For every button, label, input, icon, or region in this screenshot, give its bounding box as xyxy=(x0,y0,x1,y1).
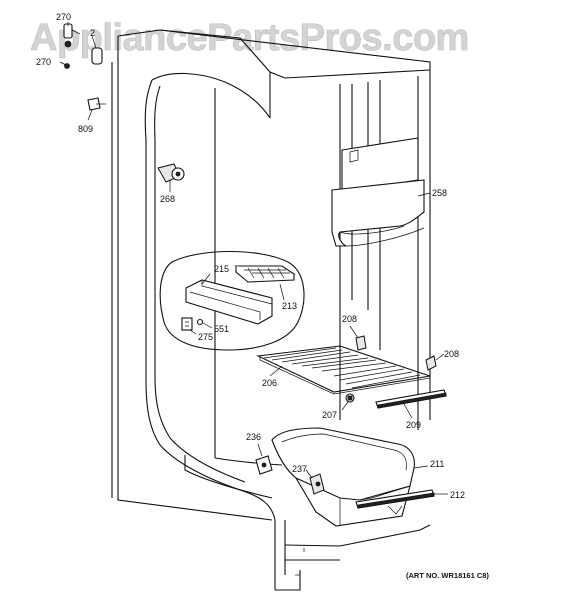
part-258-cover xyxy=(331,137,425,247)
ice-bin-inset xyxy=(159,250,305,351)
part-212-drawer-trim xyxy=(355,489,435,509)
part-270-fasteners xyxy=(63,23,103,69)
callout-labels: 270 270 2 809 268 258 215 213 551 275 20… xyxy=(36,12,465,500)
callout-270-top: 270 xyxy=(56,12,71,22)
callout-213: 213 xyxy=(282,301,297,311)
part-211-crisper-drawer xyxy=(271,427,415,527)
watermark-text: AppliancePartsPros.com xyxy=(30,17,469,59)
callout-209: 209 xyxy=(406,420,421,430)
callout-215: 215 xyxy=(214,264,229,274)
callout-237: 237 xyxy=(292,464,307,474)
callout-809: 809 xyxy=(78,124,93,134)
callout-206: 206 xyxy=(262,378,277,388)
leader-lines xyxy=(59,22,448,495)
part-206-wire-shelf xyxy=(256,335,437,403)
part-209-shelf-trim xyxy=(375,389,447,409)
callout-208-left: 208 xyxy=(342,314,357,324)
callout-258: 258 xyxy=(432,188,447,198)
callout-212: 212 xyxy=(450,490,465,500)
art-number: (ART NO. WR18161 C8) xyxy=(406,571,489,580)
callout-208-right: 208 xyxy=(444,349,459,359)
callout-275: 275 xyxy=(198,332,213,342)
part-809-clip xyxy=(87,97,106,111)
callout-551: 551 xyxy=(214,324,229,334)
callout-268: 268 xyxy=(160,194,175,204)
part-268-thermostat xyxy=(157,163,185,183)
cabinet-outline xyxy=(111,29,431,591)
callout-270-bottom: 270 xyxy=(36,57,51,67)
callout-partial: 2 xyxy=(90,28,95,38)
callout-207: 207 xyxy=(322,410,337,420)
callout-236: 236 xyxy=(246,432,261,442)
callout-211: 211 xyxy=(430,459,444,469)
part-236-bracket xyxy=(255,455,273,475)
